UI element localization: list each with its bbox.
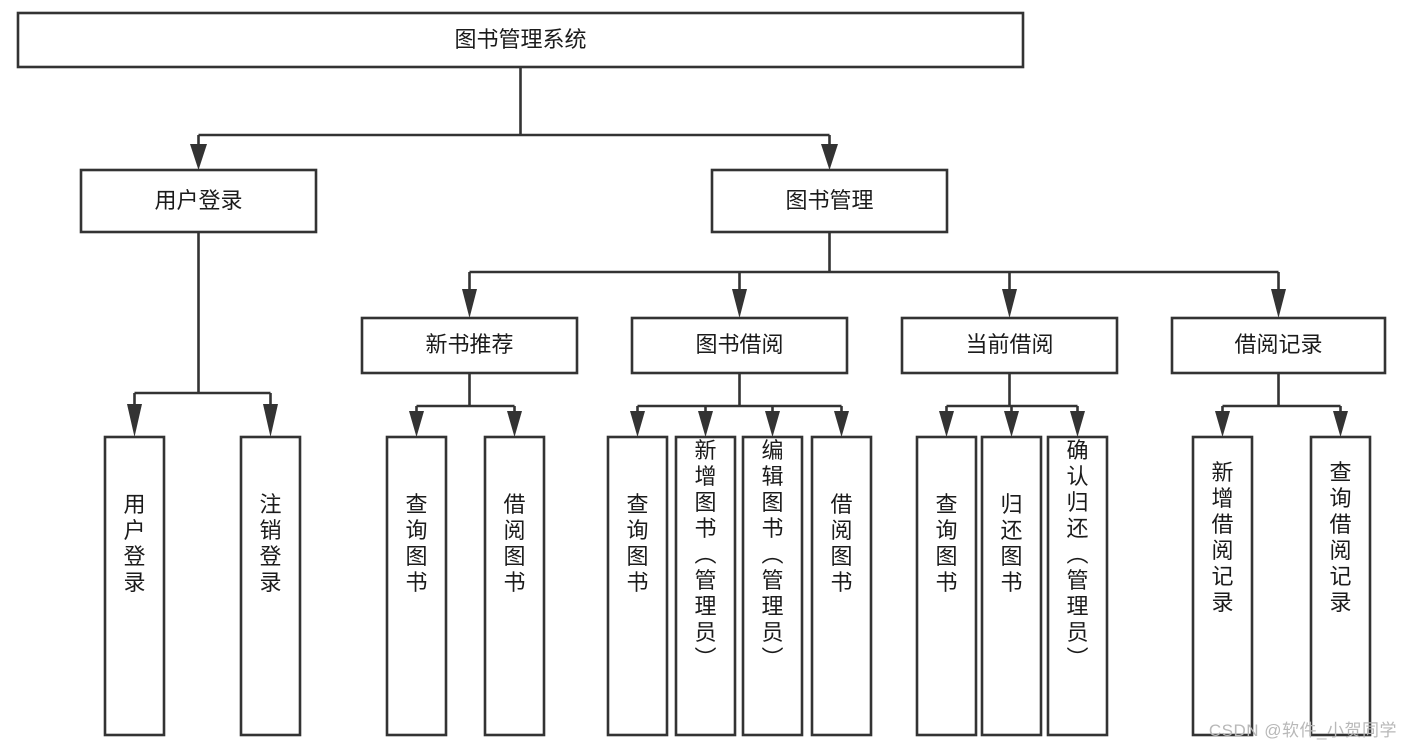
arrow-to-current-borrow [1002,289,1017,318]
arrow-to-leaf-add-record [1215,411,1230,437]
node-leaf-query-book-2-box[interactable] [606,435,669,737]
arrow-to-leaf-query-record [1333,411,1348,437]
arrow-to-borrow-record [1271,289,1286,318]
node-leaf-query-book-2[interactable]: 查询图书 [606,435,669,737]
node-leaf-query-book-1-label: 查询图书 [405,492,427,595]
node-user-login-box[interactable] [79,168,318,234]
node-leaf-return-book-box[interactable] [980,435,1043,737]
connector-group-new-book-recommend [409,373,522,437]
node-root[interactable]: 图书管理系统 [16,11,1025,69]
connector-group-user-login [127,232,278,437]
node-leaf-query-book-3-label: 查询图书 [935,492,957,595]
node-user-login-label: 用户登录 [154,188,242,213]
node-leaf-edit-book-label: 编辑图书︵管理员︶ [761,438,783,671]
arrow-to-leaf-borrow-book-2 [834,411,849,437]
arrow-to-new-book-recommend [462,289,477,318]
node-leaf-query-record[interactable]: 查询借阅记录 [1309,435,1372,737]
node-leaf-user-login-label: 用户登录 [123,492,145,595]
node-leaf-borrow-book-1-box[interactable] [483,435,546,737]
node-leaf-query-book-3-box[interactable] [915,435,978,737]
node-leaf-return-book-label: 归还图书 [1000,492,1022,595]
arrow-to-leaf-logout-login [263,404,278,437]
arrow-to-leaf-return-book [1004,411,1019,437]
node-book-management-label: 图书管理 [785,188,873,213]
node-leaf-add-record[interactable]: 新增借阅记录 [1191,435,1254,737]
node-new-book-recommend-label: 新书推荐 [425,332,513,357]
node-leaf-confirm-return[interactable]: 确认归还︵管理员︶ [1046,435,1109,737]
node-leaf-edit-book-box[interactable] [741,435,804,737]
arrow-to-leaf-edit-book [765,411,780,437]
connector-group-book-management [462,232,1286,318]
node-leaf-query-book-1[interactable]: 查询图书 [385,435,448,737]
node-book-borrow-label: 图书借阅 [695,332,783,357]
arrow-to-leaf-query-book-3 [939,411,954,437]
connector-group-borrow-record [1215,373,1348,437]
node-leaf-add-record-box[interactable] [1191,435,1254,737]
node-leaf-borrow-book-1[interactable]: 借阅图书 [483,435,546,737]
node-book-borrow[interactable]: 图书借阅 [630,316,849,375]
node-borrow-record-box[interactable] [1170,316,1387,375]
node-leaf-borrow-book-2-label: 借阅图书 [830,492,852,595]
node-root-label: 图书管理系统 [454,27,586,52]
node-book-management[interactable]: 图书管理 [710,168,949,234]
node-leaf-user-login-box[interactable] [103,435,166,737]
node-leaf-query-book-3[interactable]: 查询图书 [915,435,978,737]
node-new-book-recommend[interactable]: 新书推荐 [360,316,579,375]
connector-group-book-borrow [630,373,849,437]
node-leaf-edit-book[interactable]: 编辑图书︵管理员︶ [741,435,804,737]
node-borrow-record[interactable]: 借阅记录 [1170,316,1387,375]
arrow-to-leaf-add-book [698,411,713,437]
node-leaf-query-record-label: 查询借阅记录 [1329,460,1351,615]
node-book-management-box[interactable] [710,168,949,234]
node-new-book-recommend-box[interactable] [360,316,579,375]
node-leaf-borrow-book-2[interactable]: 借阅图书 [810,435,873,737]
node-current-borrow-label: 当前借阅 [965,332,1053,357]
node-leaf-borrow-book-2-box[interactable] [810,435,873,737]
arrow-to-book-borrow [732,289,747,318]
node-leaf-query-book-2-label: 查询图书 [626,492,648,595]
node-borrow-record-label: 借阅记录 [1234,332,1322,357]
node-leaf-logout-login[interactable]: 注销登录 [239,435,302,737]
node-book-borrow-box[interactable] [630,316,849,375]
watermark-text: CSDN @软件_小贺同学 [1208,721,1397,740]
node-leaf-add-book-label: 新增图书︵管理员︶ [694,438,716,671]
node-current-borrow[interactable]: 当前借阅 [900,316,1119,375]
arrow-to-leaf-borrow-book-1 [507,411,522,437]
node-leaf-add-book-box[interactable] [674,435,737,737]
node-leaf-user-login[interactable]: 用户登录 [103,435,166,737]
node-leaf-query-record-box[interactable] [1309,435,1372,737]
node-leaf-confirm-return-label: 确认归还︵管理员︶ [1066,438,1088,671]
connector-group-root [190,67,838,170]
arrow-to-leaf-confirm-return [1070,411,1085,437]
node-leaf-borrow-book-1-label: 借阅图书 [503,492,525,595]
node-leaf-add-book[interactable]: 新增图书︵管理员︶ [674,435,737,737]
node-leaf-return-book[interactable]: 归还图书 [980,435,1043,737]
arrow-to-book-management [821,144,838,170]
connector-group-current-borrow [939,373,1085,437]
arrow-to-leaf-user-login [127,404,142,437]
node-leaf-logout-login-box[interactable] [239,435,302,737]
node-current-borrow-box[interactable] [900,316,1119,375]
node-leaf-query-book-1-box[interactable] [385,435,448,737]
arrow-to-leaf-query-book-1 [409,411,424,437]
arrow-to-user-login [190,144,207,170]
node-leaf-confirm-return-box[interactable] [1046,435,1109,737]
arrow-to-leaf-query-book-2 [630,411,645,437]
node-user-login[interactable]: 用户登录 [79,168,318,234]
node-leaf-logout-login-label: 注销登录 [259,492,281,595]
node-leaf-add-record-label: 新增借阅记录 [1211,460,1233,615]
node-root-box[interactable] [16,11,1025,69]
